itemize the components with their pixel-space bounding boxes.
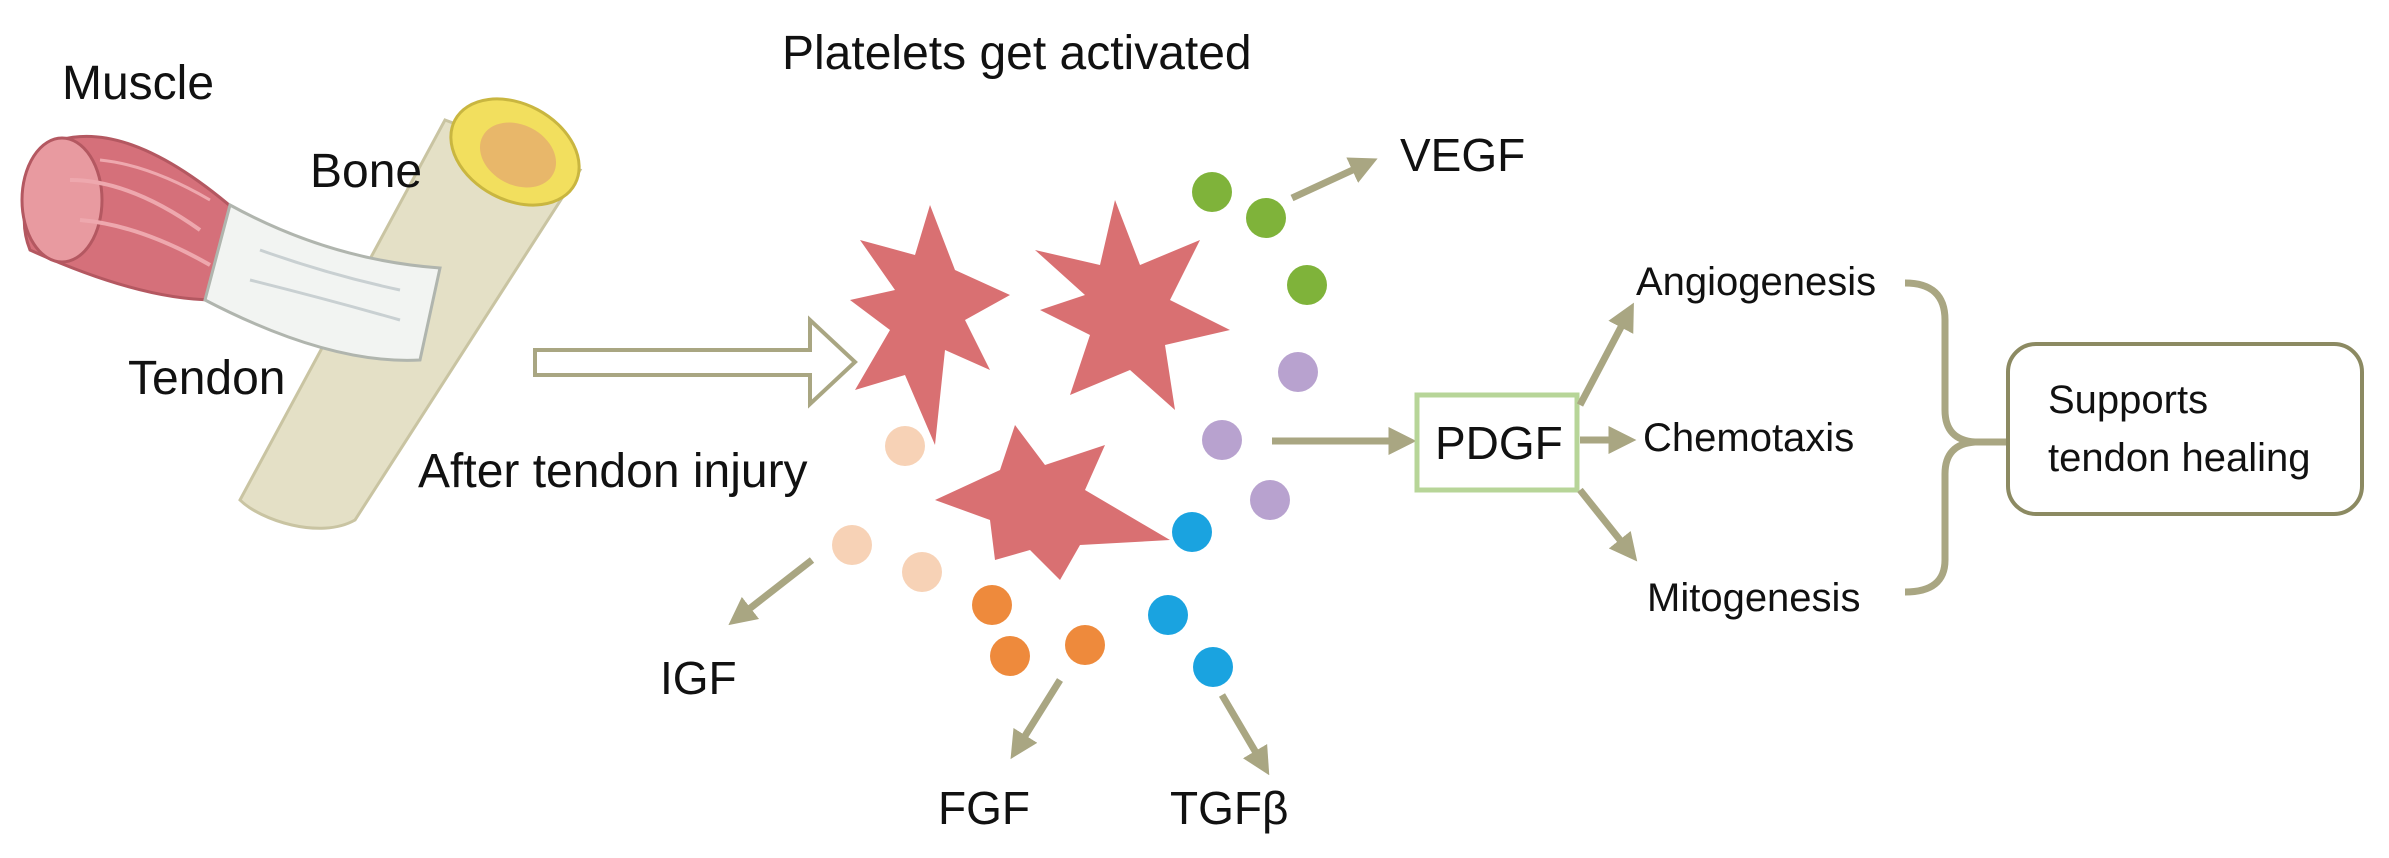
- outcome-box: [2006, 342, 2364, 516]
- pdgf-box: [1414, 392, 1580, 493]
- igf-label: IGF: [660, 652, 737, 704]
- pdgf-label: PDGF: [1435, 417, 1563, 469]
- mitogenesis-label: Mitogenesis: [1647, 576, 1861, 620]
- pdgf-dots: [1202, 352, 1318, 520]
- chemotaxis-label: Chemotaxis: [1643, 416, 1855, 460]
- angiogenesis-label: Angiogenesis: [1636, 260, 1877, 304]
- factor-arrows: [728, 157, 1417, 776]
- diagram-title: Platelets get activated: [782, 27, 1252, 80]
- tendon-label: Tendon: [128, 352, 286, 405]
- injury-arrow: [533, 315, 858, 409]
- muscle-label: Muscle: [62, 57, 215, 110]
- pdgf-effect-arrows: [1576, 302, 1638, 562]
- outcome-line-2: tendon healing: [2048, 436, 2311, 480]
- outcome-line-1: Supports: [2048, 378, 2209, 422]
- tendon-illustration: [203, 202, 442, 362]
- igf-dots: [832, 426, 942, 592]
- platelet-cluster: [850, 200, 1230, 580]
- injury-label: After tendon injury: [418, 445, 808, 498]
- fgf-dots: [972, 585, 1105, 676]
- muscle-illustration: [20, 134, 237, 302]
- vegf-dots: [1192, 172, 1327, 305]
- bone-label: Bone: [310, 145, 423, 198]
- fgf-label: FGF: [938, 782, 1030, 834]
- tgfb-dots: [1148, 512, 1233, 687]
- tgfb-label: TGFβ: [1170, 782, 1289, 834]
- effects-brace: [1904, 279, 1976, 596]
- vegf-label: VEGF: [1400, 129, 1526, 181]
